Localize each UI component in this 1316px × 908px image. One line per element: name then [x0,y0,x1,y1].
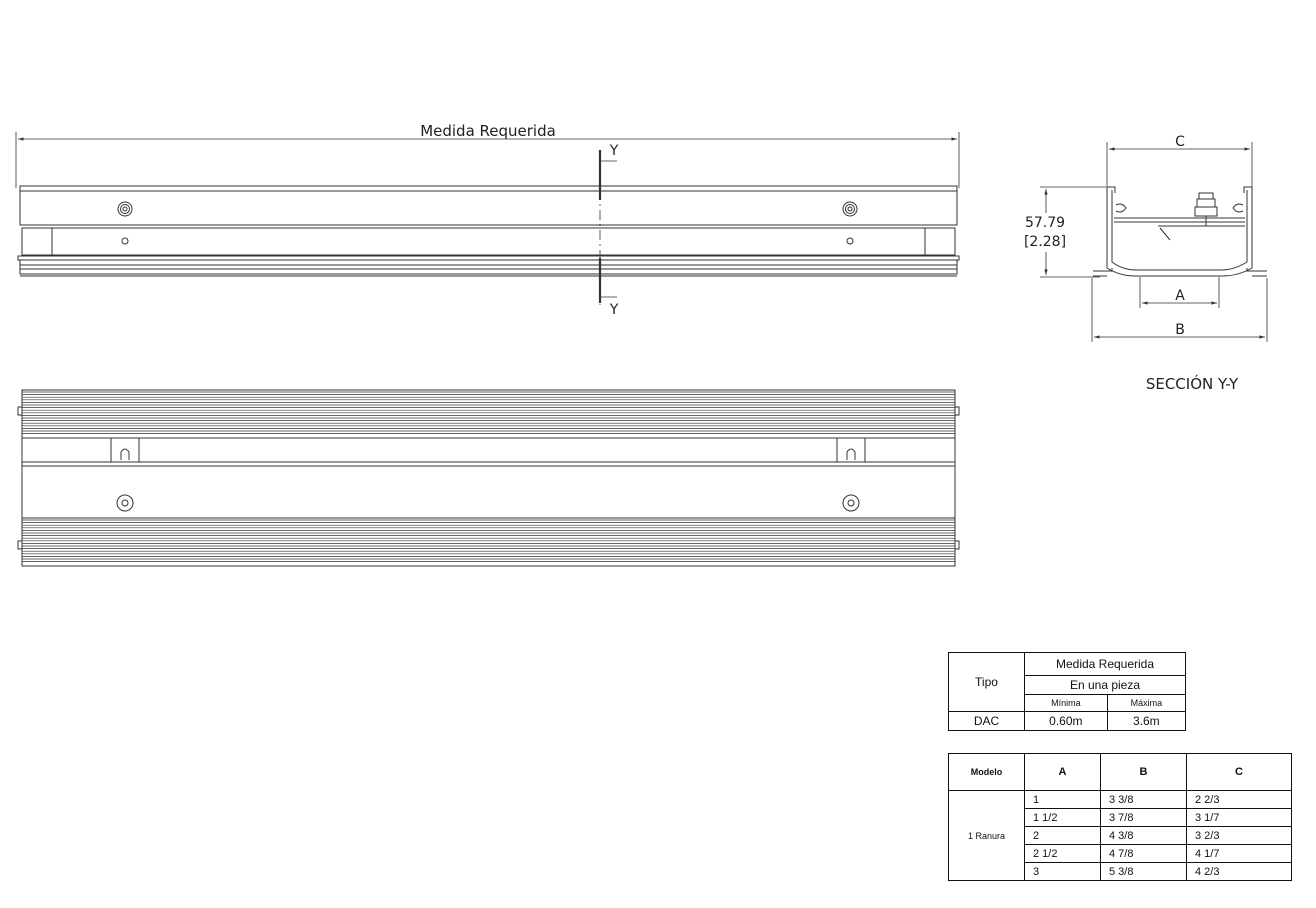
section-title: SECCIÓN Y-Y [1146,374,1239,393]
modelo-header: Modelo [948,753,1025,791]
row-b: 3 7/8 [1100,808,1187,827]
b-header: B [1100,753,1187,791]
row-b: 3 3/8 [1100,790,1187,809]
front-elevation-view [15,132,960,305]
max-value: 3.6m [1106,711,1187,731]
spec-table: Tipo Medida Requerida En una pieza Mínim… [948,652,1187,731]
subheader: En una pieza [1024,675,1186,695]
height-dimension-mm: 57.79 [1025,215,1065,231]
dimension-b-label: B [1175,322,1185,338]
tipo-value: DAC [948,711,1025,731]
model-table: Modelo A B C 1 Ranura 1 3 3/8 2 2/3 1 1/… [948,753,1292,881]
cross-section-view [1040,142,1268,342]
section-marker-bottom: Y [609,302,619,318]
row-c: 2 2/3 [1186,790,1292,809]
row-a: 2 [1024,826,1101,845]
table-row: 2 4 3/8 3 2/3 [949,826,1292,845]
row-a: 2 1/2 [1024,844,1101,863]
table-row: 1 Ranura 1 3 3/8 2 2/3 [948,790,1292,881]
table-row: 3 5 3/8 4 2/3 [949,862,1292,881]
model-name: 1 Ranura [948,790,1025,881]
row-a: 1 [1024,790,1101,809]
medida-header: Medida Requerida [1024,652,1186,676]
table-row: 1 1/2 3 7/8 3 1/7 [949,808,1292,827]
row-a: 1 1/2 [1024,808,1101,827]
dimension-c-label: C [1175,134,1185,150]
dimension-a-label: A [1175,288,1185,304]
tipo-header: Tipo [948,652,1025,712]
row-c: 3 2/3 [1186,826,1292,845]
row-b: 5 3/8 [1100,862,1187,881]
plan-view [17,389,960,567]
height-dimension-in: [2.28] [1024,234,1066,250]
row-c: 3 1/7 [1186,808,1292,827]
section-marker-top: Y [609,143,619,159]
row-c: 4 1/7 [1186,844,1292,863]
length-dimension-label: Medida Requerida [420,122,556,140]
max-header: Máxima [1106,694,1187,712]
row-b: 4 7/8 [1100,844,1187,863]
c-header: C [1186,753,1292,791]
a-header: A [1024,753,1101,791]
min-header: Mínima [1024,694,1108,712]
row-b: 4 3/8 [1100,826,1187,845]
row-a: 3 [1024,862,1101,881]
min-value: 0.60m [1024,711,1108,731]
row-c: 4 2/3 [1186,862,1292,881]
